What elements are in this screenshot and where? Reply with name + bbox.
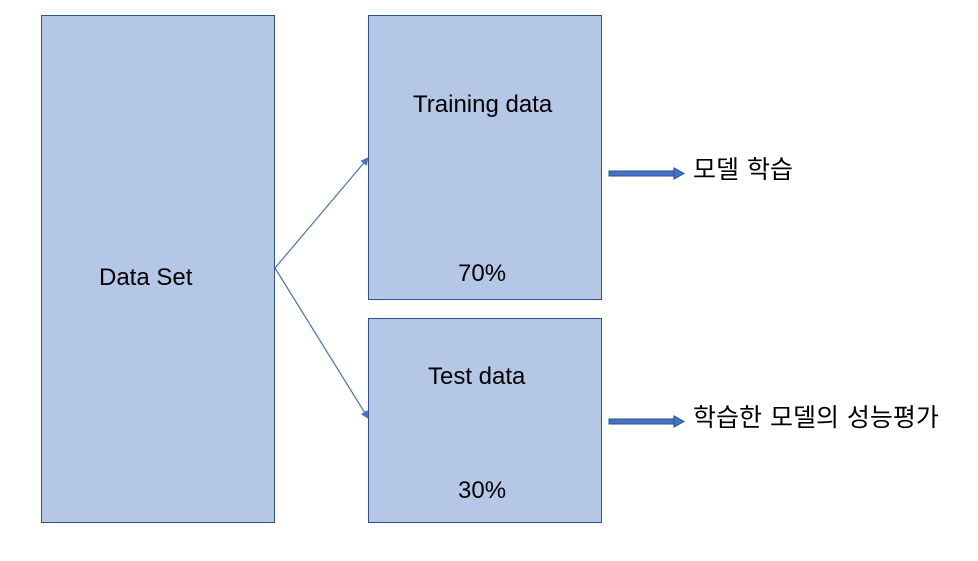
split-arrow-test <box>274 267 369 419</box>
test-result-label: 학습한 모델의 성능평가 <box>693 403 939 432</box>
data-set-label: Data Set <box>99 264 193 291</box>
training-data-ratio: 70% <box>458 260 507 287</box>
data-set-box: Data Set <box>41 15 275 523</box>
training-data-title: Training data <box>413 91 553 118</box>
split-arrow-training <box>274 157 369 269</box>
test-data-ratio: 30% <box>458 477 507 504</box>
result-arrow-training <box>608 167 686 180</box>
training-data-box: Training data 70% <box>368 15 602 300</box>
result-arrow-test <box>608 415 686 428</box>
training-result-label: 모델 학습 <box>693 155 793 184</box>
test-data-title: Test data <box>428 363 526 390</box>
test-data-box: Test data 30% <box>368 318 602 523</box>
